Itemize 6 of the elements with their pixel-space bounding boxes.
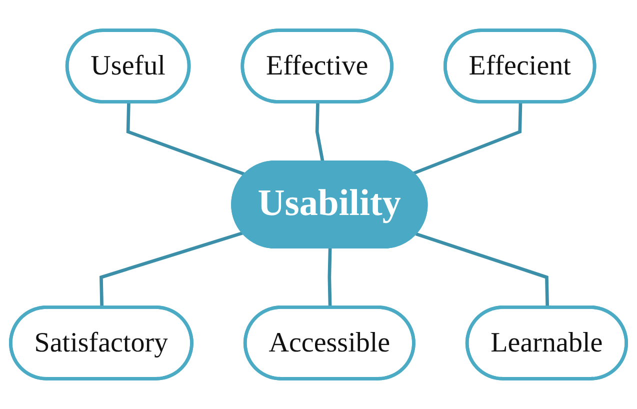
connector [412,102,522,176]
connector [315,102,324,163]
connector [100,231,244,308]
connector [126,102,246,176]
connector [328,248,332,308]
connector [415,232,550,308]
